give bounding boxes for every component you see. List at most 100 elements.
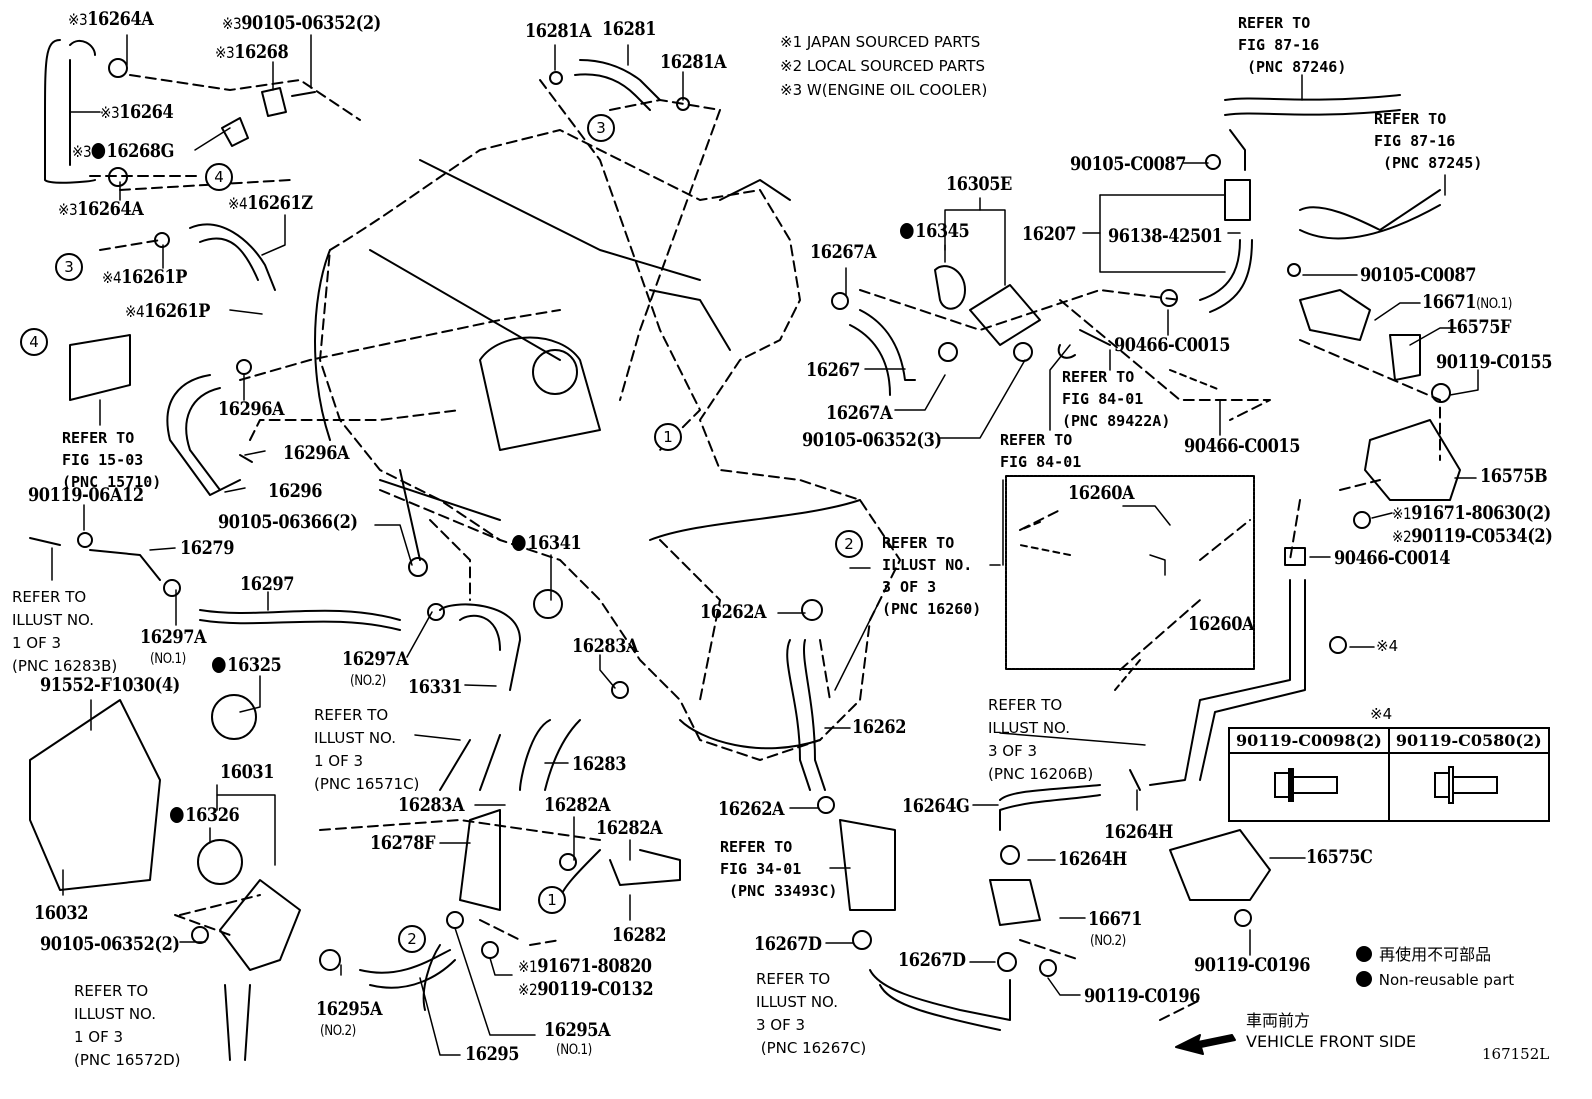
callout-3: 3 — [55, 253, 83, 281]
part-label: 16267D — [898, 949, 966, 971]
reference-fig-34-01: REFER TO FIG 34-01 (PNC 33493C) — [720, 838, 838, 900]
part-label: 16032 — [34, 902, 89, 924]
part-label: ※416261P — [102, 266, 187, 288]
callout-2: 2 — [398, 925, 426, 953]
direction-en: VEHICLE FRONT SIDE — [1246, 1032, 1417, 1051]
part-label: 16296A — [218, 398, 285, 420]
part-label: 16281A — [660, 51, 727, 73]
part-sublabel: (NO.2) — [1090, 933, 1126, 949]
part-label: ※191671-80820 — [518, 955, 652, 977]
part-label: 16575C — [1306, 846, 1373, 868]
bolt-icon — [1387, 752, 1550, 822]
part-label: 16282A — [596, 817, 663, 839]
part-label: 90105-C0087 — [1360, 264, 1477, 286]
part-label: 16575B — [1480, 465, 1548, 487]
non-reusable-dot-icon — [512, 535, 526, 551]
part-label: 16279 — [180, 537, 235, 559]
part-label: 16282A — [544, 794, 611, 816]
callout-4: 4 — [205, 163, 233, 191]
part-label: 16264G — [902, 795, 970, 817]
engine-lines — [314, 159, 861, 750]
part-label: 16297A — [140, 626, 207, 648]
part-label: 16345 — [900, 222, 970, 241]
part-label: 16267D — [754, 933, 822, 955]
non-reusable-dot-icon — [212, 657, 226, 673]
callout-1: 1 — [538, 886, 566, 914]
part-label: 16267A — [826, 402, 893, 424]
reference-illust-16206b: REFER TO ILLUST NO. 3 OF 3 (PNC 16206B) — [988, 696, 1094, 783]
part-label: 16283A — [572, 635, 639, 657]
part-label: 16331 — [408, 676, 463, 698]
part-label: 16295A — [544, 1019, 611, 1041]
part-label: 16295A — [316, 998, 383, 1020]
legend-non-reusable-en: Non-reusable part — [1356, 971, 1514, 989]
mark-4-ref: ※4 — [1376, 637, 1399, 655]
part-label: 16260A — [1188, 613, 1255, 635]
reference-illust-16267c: REFER TO ILLUST NO. 3 OF 3 (PNC 16267C) — [756, 970, 867, 1057]
part-label: 16207 — [1022, 223, 1077, 245]
table-title: ※4 — [1370, 705, 1393, 723]
part-label: 91552-F1030(4) — [40, 674, 180, 696]
inset-box — [1005, 475, 1255, 670]
non-reusable-dot-icon — [170, 807, 184, 823]
part-label: 16296 — [268, 480, 323, 502]
part-label: ※316268 — [215, 41, 289, 63]
reference-illust-16572d: REFER TO ILLUST NO. 1 OF 3 (PNC 16572D) — [74, 982, 181, 1069]
bolt-icon — [1228, 752, 1390, 822]
non-reusable-dot-icon — [900, 223, 914, 239]
callout-2: 2 — [835, 530, 863, 558]
callout-4: 4 — [20, 328, 48, 356]
part-label: 90119-06A12 — [28, 484, 144, 506]
callout-3: 3 — [587, 114, 615, 142]
table-header: 90119-C0580(2) — [1387, 727, 1550, 754]
non-reusable-dot-icon — [1356, 946, 1372, 962]
part-label: 90119-C0196 — [1194, 954, 1311, 976]
reference-fig-87-16-87245: REFER TO FIG 87-16 (PNC 87245) — [1374, 110, 1483, 172]
part-label: 16297A — [342, 648, 409, 670]
part-label: 16341 — [512, 534, 582, 553]
part-label: 16281A — [525, 20, 592, 42]
part-label: 16031 — [220, 761, 275, 783]
legend-non-reusable-jp: 再使用不可部品 — [1356, 946, 1491, 964]
part-label: ※316264A — [58, 198, 144, 220]
part-label: 90105-06352(2) — [40, 933, 180, 955]
part-label: 16283A — [398, 794, 465, 816]
part-label: 90119-C0196 — [1084, 985, 1201, 1007]
leader-lines — [51, 34, 1479, 1056]
non-reusable-dot-icon — [91, 143, 105, 159]
reference-fig-84-01-89422a: REFER TO FIG 84-01 (PNC 89422A) — [1062, 368, 1171, 430]
part-label: 16260A — [1068, 482, 1135, 504]
part-label: 16267A — [810, 241, 877, 263]
reference-illust-16283b: REFER TO ILLUST NO. 1 OF 3 (PNC 16283B) — [12, 588, 118, 675]
part-label: 16281 — [602, 18, 657, 40]
table-header: 90119-C0098(2) — [1228, 727, 1390, 754]
part-label: 16295 — [465, 1043, 520, 1065]
part-label: 16325 — [212, 656, 282, 675]
part-label: 90466-C0015 — [1114, 334, 1231, 356]
part-label: 90105-06352(3) — [802, 429, 942, 451]
part-label: 90119-C0155 — [1436, 351, 1553, 373]
part-label: ※316264 — [100, 101, 174, 123]
part-label: 16278F — [370, 832, 436, 854]
note-local-sourced: ※2 LOCAL SOURCED PARTS — [780, 57, 985, 75]
part-sublabel: (NO.1) — [556, 1042, 592, 1058]
part-label: ※191671-80630(2) — [1392, 502, 1551, 524]
reference-fig-15-03: REFER TO FIG 15-03 (PNC 15710) — [62, 429, 162, 491]
part-label: 16264H — [1104, 821, 1173, 843]
reference-fig-84-01: REFER TO FIG 84-01 — [1000, 431, 1082, 471]
part-label: ※390105-06352(2) — [222, 12, 381, 34]
part-label: 16671 — [1088, 908, 1143, 930]
arrow-left-icon — [1176, 1030, 1177, 1031]
part-label: 90466-C0015 — [1184, 435, 1301, 457]
part-label: ※290119-C0534(2) — [1392, 525, 1553, 547]
front-arrow-shape — [1175, 1034, 1236, 1055]
note-japan-sourced: ※1 JAPAN SOURCED PARTS — [780, 33, 981, 51]
part-sublabel: (NO.2) — [350, 673, 386, 689]
part-sublabel: (NO.1) — [150, 651, 186, 667]
part-label: 16575F — [1446, 316, 1512, 338]
reference-fig-87-16-87246: REFER TO FIG 87-16 (PNC 87246) — [1238, 14, 1347, 76]
direction-jp: 車両前方 — [1246, 1011, 1311, 1030]
